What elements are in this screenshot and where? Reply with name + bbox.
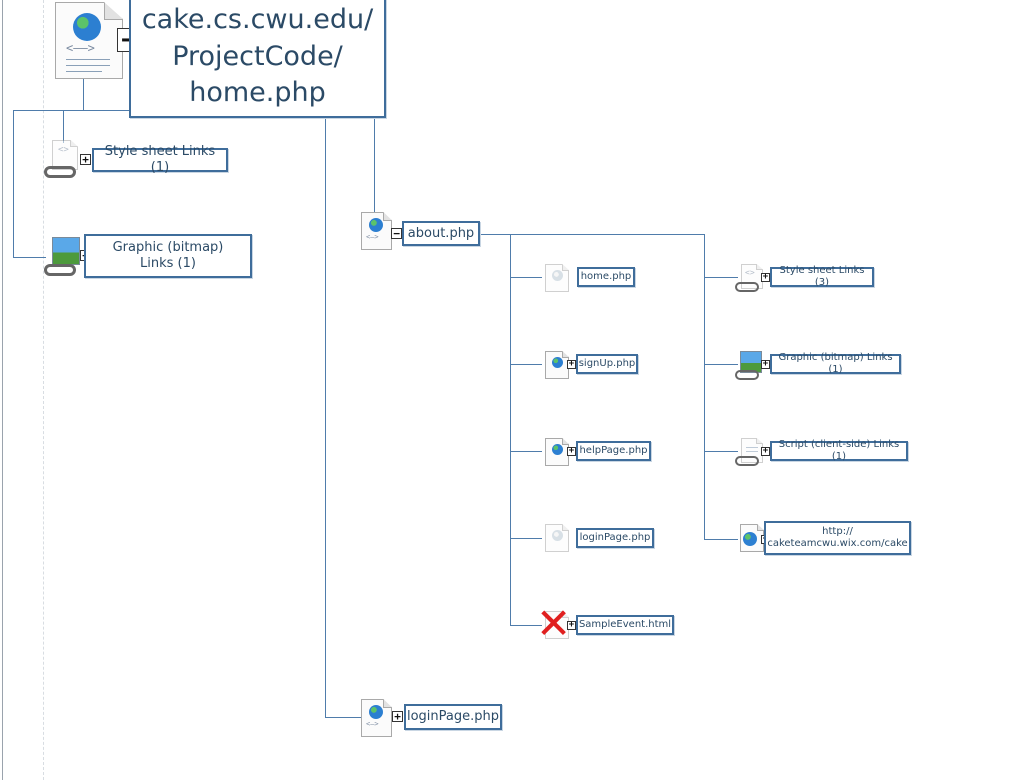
expand-toggle[interactable]: + [567, 359, 576, 369]
link-chain-icon [735, 282, 759, 292]
expand-toggle[interactable]: + [80, 154, 91, 165]
canvas-guide-line [43, 0, 44, 780]
web-page-missing-icon [545, 264, 569, 292]
web-page-icon [545, 438, 569, 466]
expand-toggle[interactable]: + [761, 446, 770, 456]
root-node-label[interactable]: cake.cs.cwu.edu/ ProjectCode/ home.php [129, 0, 386, 118]
about-script-label[interactable]: Script (client-side) Links (1) [770, 439, 908, 462]
web-page-icon [545, 351, 569, 379]
root-graphic-label[interactable]: Graphic (bitmap) Links (1) [84, 234, 252, 278]
about-home-label[interactable]: home.php [577, 267, 635, 287]
expand-toggle[interactable]: + [761, 272, 770, 282]
about-help-label[interactable]: helpPage.php [576, 441, 651, 461]
expand-toggle[interactable]: + [392, 711, 403, 722]
external-label-line: http:// [822, 526, 853, 537]
bitmap-link-icon [52, 237, 80, 265]
collapse-toggle[interactable]: − [391, 228, 402, 239]
about-stylesheet-label[interactable]: Style sheet Links (3) [770, 265, 874, 288]
link-chain-icon [735, 456, 759, 466]
link-chain-icon [44, 166, 76, 178]
about-sample-label[interactable]: SampleEvent.html [576, 615, 674, 635]
web-page-icon: <—> [361, 212, 392, 250]
web-page-missing-icon [545, 524, 569, 552]
expand-toggle[interactable]: + [567, 620, 576, 630]
about-label[interactable]: about.php [402, 221, 480, 246]
about-login-label[interactable]: loginPage.php [576, 528, 654, 548]
expand-toggle[interactable]: + [761, 359, 770, 369]
root-label-line: cake.cs.cwu.edu/ [141, 4, 374, 36]
link-chain-icon [44, 264, 76, 276]
web-page-icon: <——> [55, 2, 123, 79]
broken-link-x-icon: ✕ [536, 599, 572, 648]
root-login-label[interactable]: loginPage.php [404, 704, 502, 730]
stylesheet-link-icon: <> [52, 140, 78, 170]
about-graphic-label[interactable]: Graphic (bitmap) Links (1) [770, 352, 901, 375]
external-label-line: caketeamcwu.wix.com/cake [767, 538, 908, 549]
root-label-line: ProjectCode/ [172, 40, 343, 72]
web-page-icon: <—> [361, 699, 392, 737]
link-chain-icon [735, 370, 759, 380]
web-page-missing-icon [545, 611, 569, 639]
root-stylesheet-label[interactable]: Style sheet Links (1) [92, 144, 228, 175]
root-label-line: home.php [189, 77, 326, 109]
expand-toggle[interactable]: + [567, 446, 576, 456]
about-signup-label[interactable]: signUp.php [576, 354, 638, 374]
canvas-left-border [2, 0, 3, 780]
about-external-label[interactable]: http:// caketeamcwu.wix.com/cake [764, 521, 911, 555]
